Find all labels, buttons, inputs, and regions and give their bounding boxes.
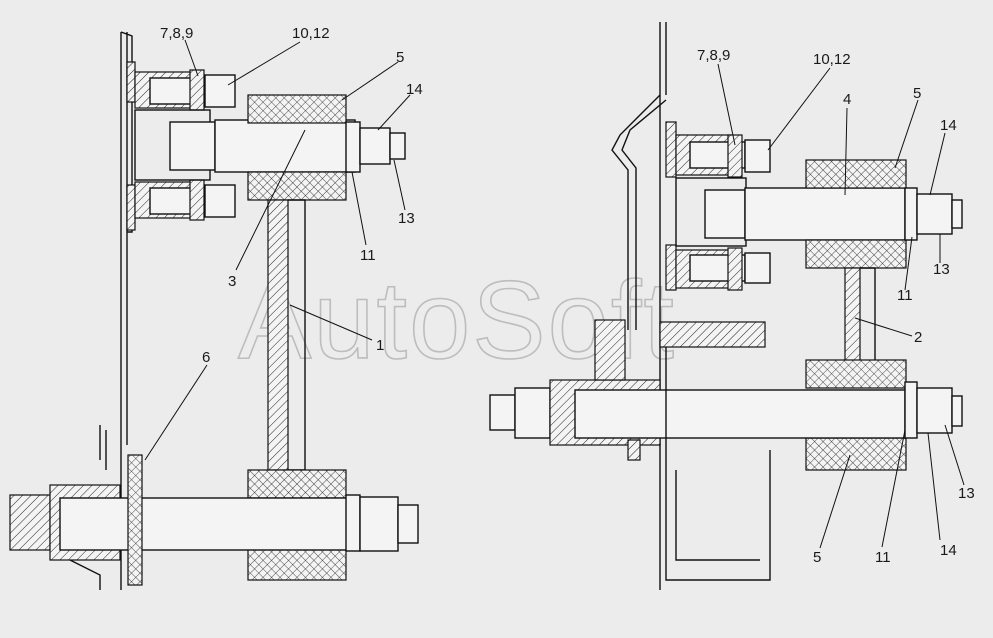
label-14-right-bottom: 14 (940, 542, 957, 559)
label-14-right-top: 14 (940, 117, 957, 134)
label-6-left: 6 (202, 349, 210, 366)
left-assembly (9, 31, 419, 590)
label-13-right-top: 13 (933, 261, 950, 278)
label-5-right-bottom: 5 (813, 549, 821, 566)
label-5-left: 5 (396, 49, 404, 66)
label-13-left: 13 (398, 210, 415, 227)
label-3-left: 3 (228, 273, 236, 290)
label-7-8-9-left: 7,8,9 (160, 25, 193, 42)
label-10-12-left: 10,12 (292, 25, 330, 42)
left-leaders (144, 39, 411, 461)
right-leaders (717, 63, 965, 549)
label-11-right-top: 11 (897, 287, 913, 304)
right-assembly (489, 22, 963, 590)
label-1-left: 1 (376, 337, 384, 354)
label-13-right-bottom: 13 (958, 485, 975, 502)
label-5-right-top: 5 (913, 85, 921, 102)
label-11-right-bottom: 11 (875, 549, 891, 566)
label-11-left: 11 (360, 247, 376, 264)
label-4-right: 4 (843, 91, 851, 108)
right-labels: 7,8,9 10,12 4 5 14 13 11 2 13 11 14 5 (697, 47, 975, 566)
label-10-12-right: 10,12 (813, 51, 851, 68)
label-7-8-9-right: 7,8,9 (697, 47, 730, 64)
label-2-right: 2 (914, 329, 922, 346)
label-14-left: 14 (406, 81, 423, 98)
left-labels: 7,8,9 10,12 5 14 13 11 3 1 6 (160, 25, 423, 366)
